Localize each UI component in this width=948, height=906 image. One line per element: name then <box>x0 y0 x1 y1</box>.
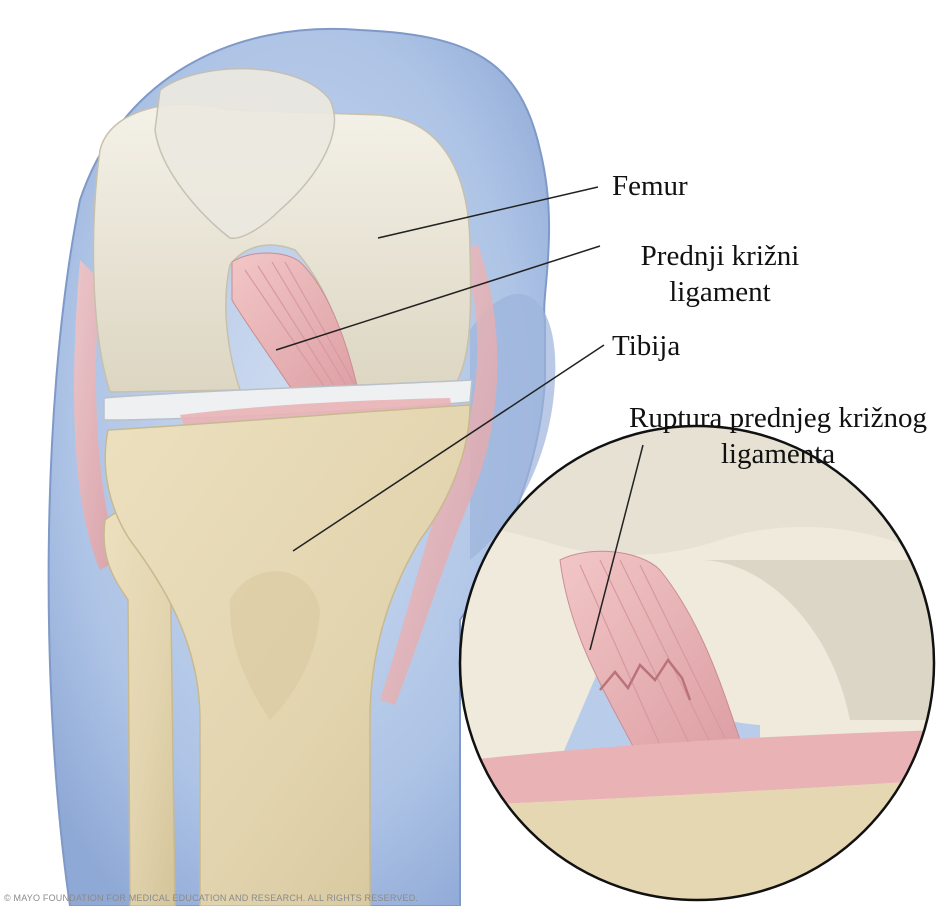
acl-label-line-2: ligament <box>605 274 835 310</box>
rupture-label-line-1: Ruptura prednjeg križnog <box>612 400 944 436</box>
acl-label-line-1: Prednji križni <box>605 238 835 274</box>
copyright-notice: © MAYO FOUNDATION FOR MEDICAL EDUCATION … <box>4 893 418 903</box>
rupture-inset <box>460 426 940 906</box>
rupture-label: Ruptura prednjeg križnog ligamenta <box>612 400 944 472</box>
acl-label: Prednji križni ligament <box>605 238 835 310</box>
tibia-label: Tibija <box>612 328 680 364</box>
rupture-label-line-2: ligamenta <box>612 436 944 472</box>
femur-label: Femur <box>612 168 688 204</box>
